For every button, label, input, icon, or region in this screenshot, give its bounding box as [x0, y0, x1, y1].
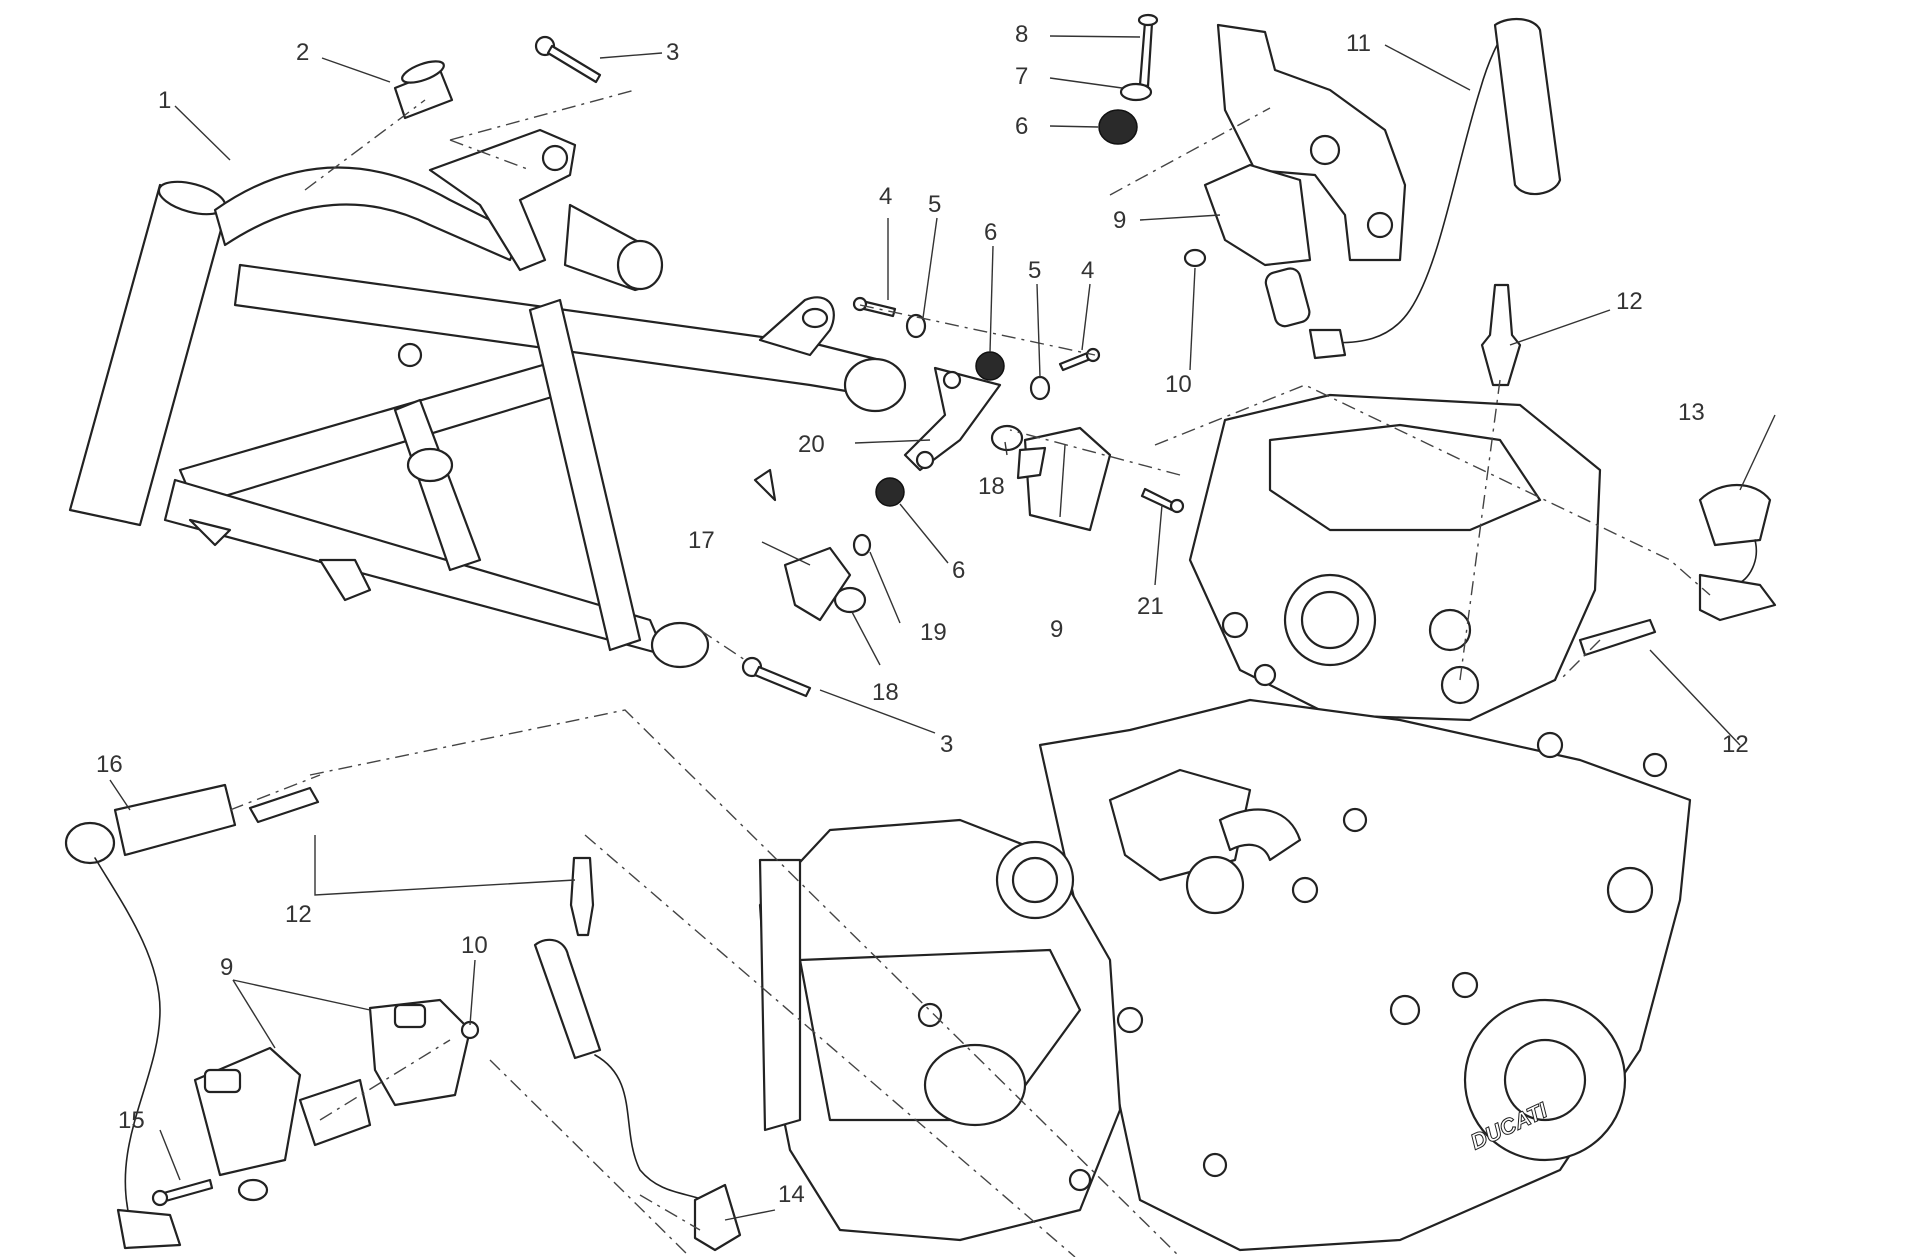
callout-5-left: 5 [928, 191, 941, 218]
callout-21: 21 [1137, 593, 1164, 620]
callout-6-center: 6 [984, 219, 997, 246]
callout-11: 11 [1346, 30, 1371, 57]
callout-9-top: 9 [1113, 207, 1126, 234]
bolt-lower [741, 656, 812, 698]
spacer-bushing [393, 60, 454, 120]
callout-4-left: 4 [879, 183, 892, 210]
callout-3-top: 3 [666, 39, 679, 66]
front-coil-assembly [151, 998, 480, 1207]
callout-8: 8 [1015, 21, 1028, 48]
assembly-lines [229, 89, 1711, 1257]
callout-13: 13 [1678, 399, 1705, 426]
callout-9-left: 9 [220, 954, 233, 981]
spark-plug-middle [569, 856, 595, 937]
engine-block: DUCATI [758, 393, 1692, 1252]
callout-12-right: 12 [1722, 731, 1749, 758]
callout-3-bottom: 3 [940, 731, 953, 758]
callout-10-top: 10 [1165, 371, 1192, 398]
leader-lines [109, 35, 1776, 1221]
callout-18-lower: 18 [872, 679, 899, 706]
callout-12-left: 12 [285, 901, 312, 928]
callout-17: 17 [688, 527, 715, 554]
callout-4-right: 4 [1081, 257, 1094, 284]
callout-10-left: 10 [461, 932, 488, 959]
callout-5-right: 5 [1028, 257, 1041, 284]
callout-2: 2 [296, 39, 309, 66]
callout-9-center: 9 [1050, 616, 1063, 643]
rear-coil-assembly [1098, 13, 1562, 360]
callout-12-top: 12 [1616, 288, 1643, 315]
callout-14: 14 [778, 1181, 805, 1208]
callout-7: 7 [1015, 63, 1028, 90]
spark-cable-right [1698, 483, 1777, 622]
callout-6-top: 6 [1015, 113, 1028, 140]
coil-bracket-assembly [753, 296, 1185, 622]
trellis-frame [68, 128, 907, 669]
callout-15: 15 [118, 1107, 145, 1134]
bolt-upper [534, 35, 602, 84]
callout-16: 16 [96, 751, 123, 778]
callout-labels: 1 2 3 3 4 4 5 5 6 6 6 7 8 9 9 9 10 10 11… [96, 21, 1749, 1208]
callout-19: 19 [920, 619, 947, 646]
spark-plug-right [1578, 618, 1657, 657]
spark-cable-left [64, 783, 237, 1250]
callout-20: 20 [798, 431, 825, 458]
callout-6-lower: 6 [952, 557, 965, 584]
spark-plug-upper [1480, 283, 1522, 387]
spark-plug-left [248, 786, 320, 824]
callout-1: 1 [158, 87, 171, 114]
callout-18-center: 18 [978, 473, 1005, 500]
spark-cable-middle [533, 938, 742, 1252]
